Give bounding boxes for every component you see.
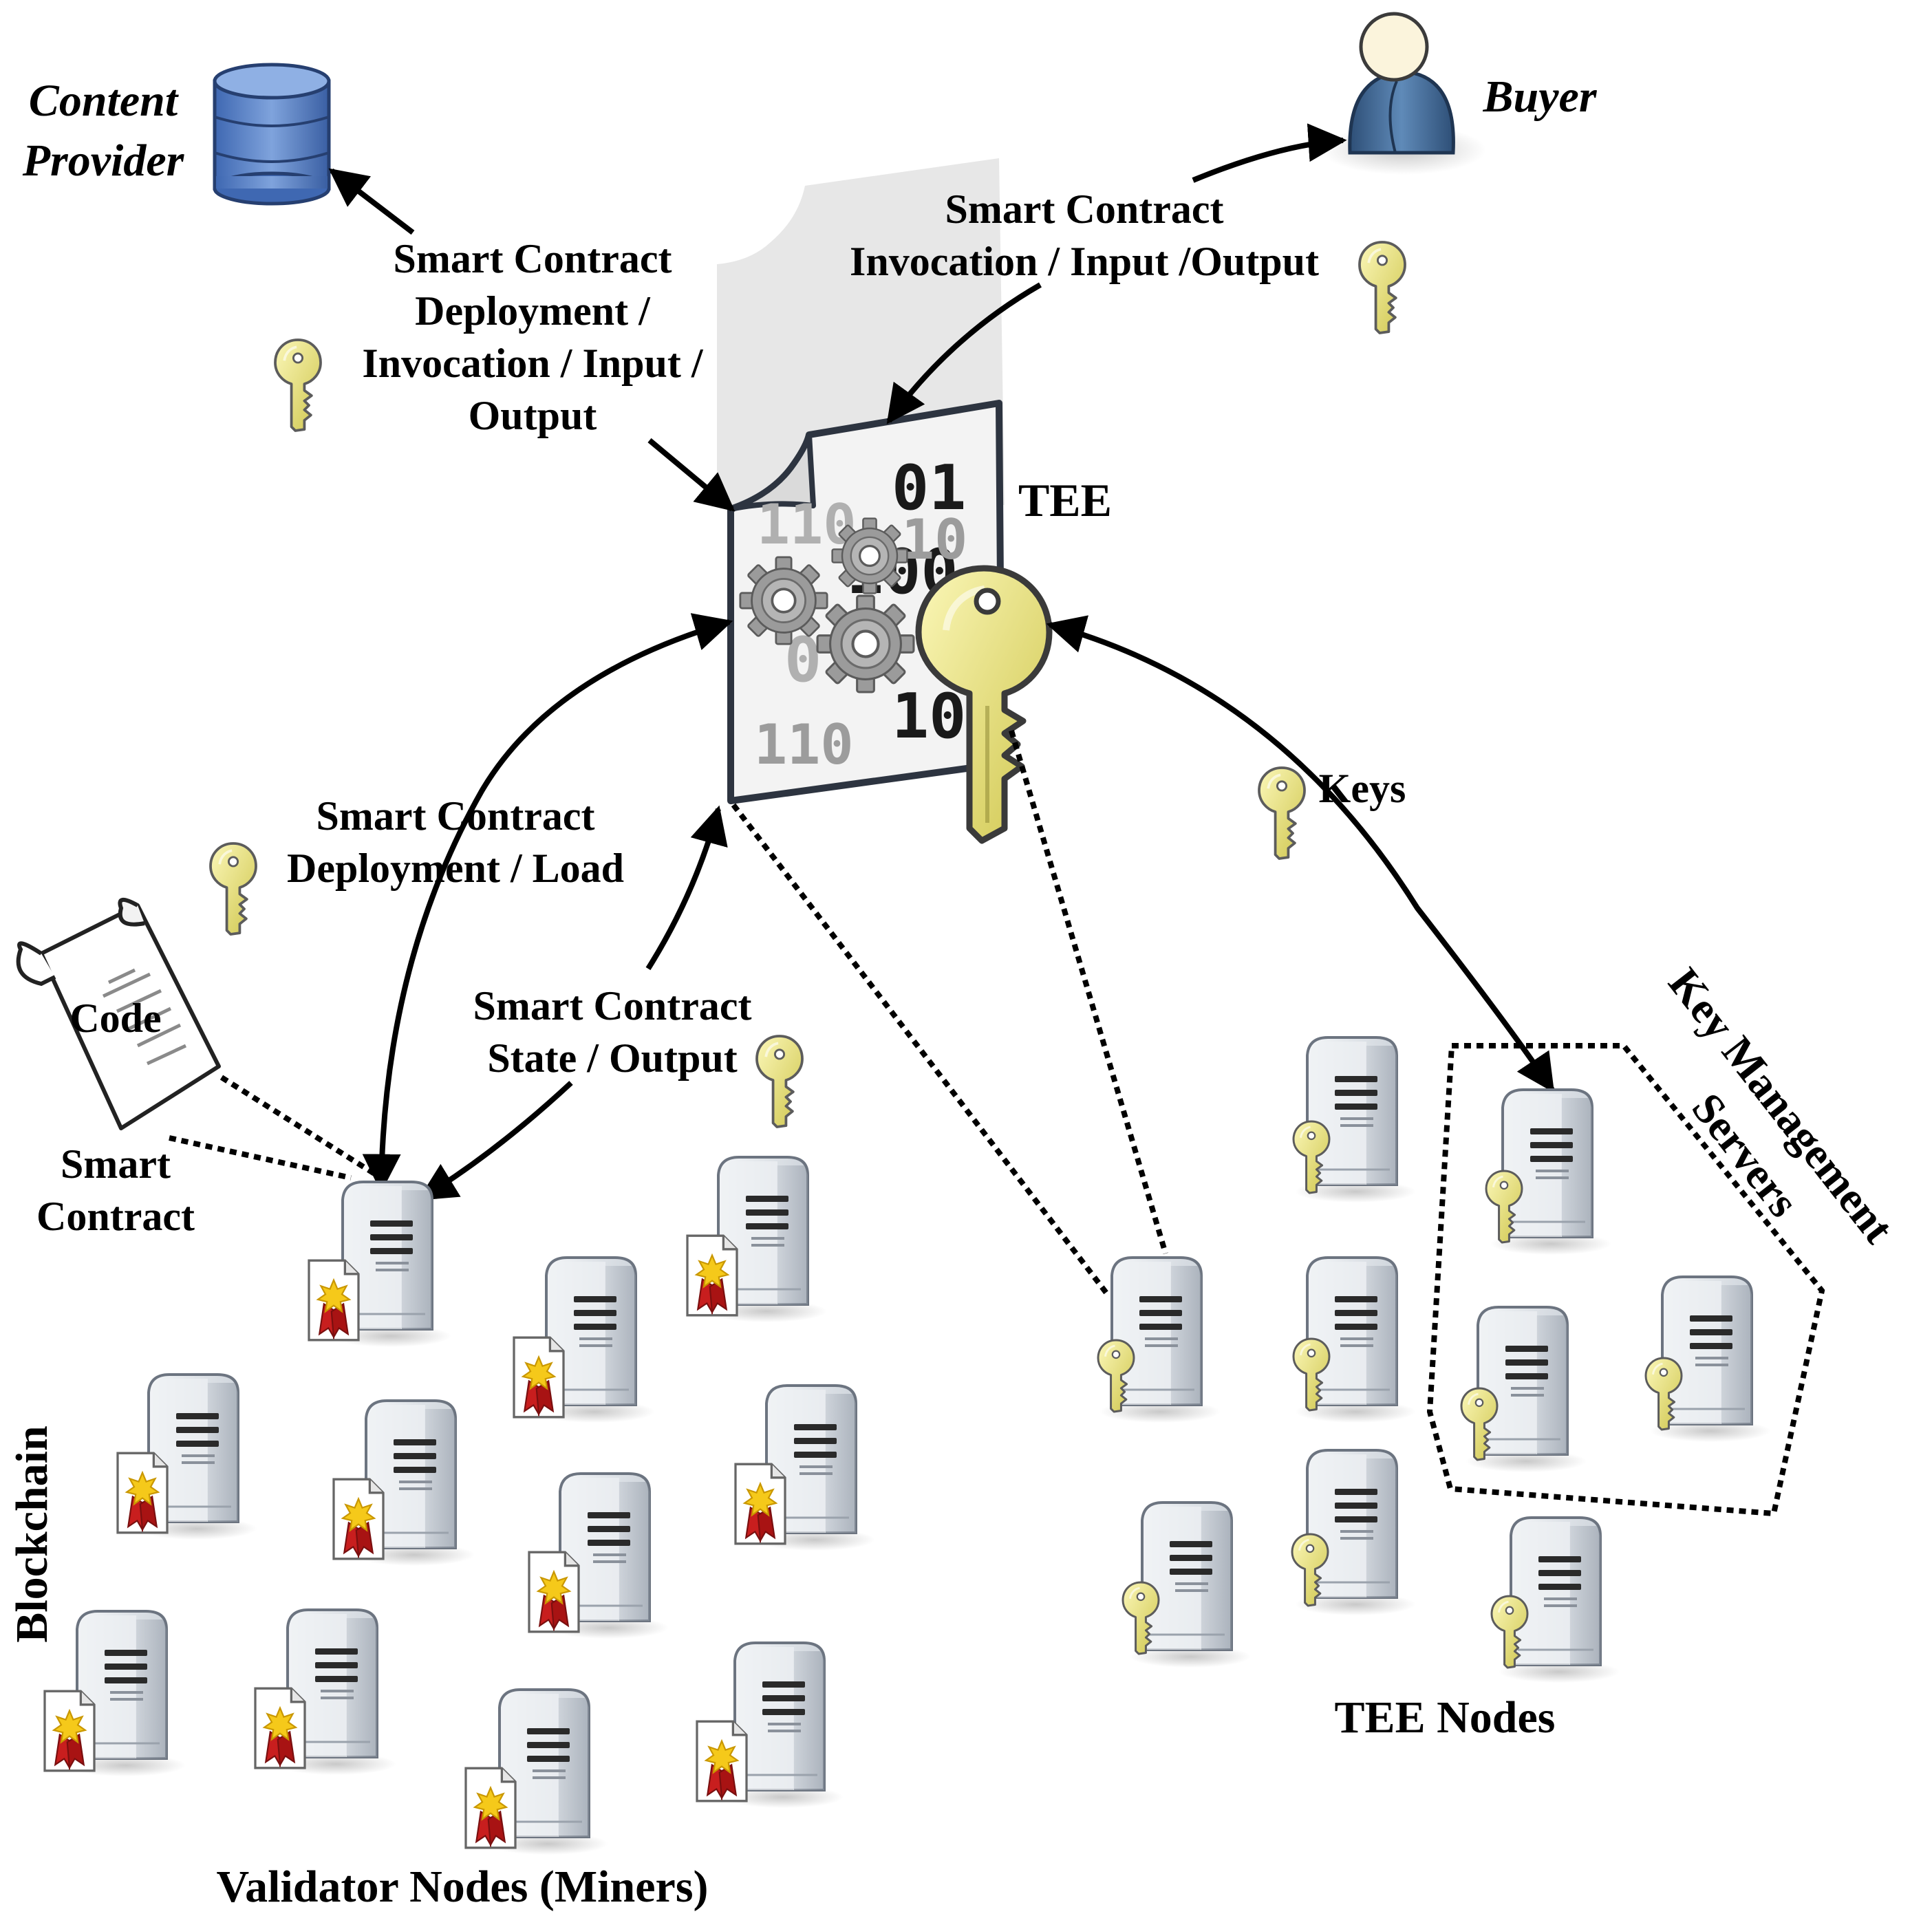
- smart-contract-label-line1: Smart: [61, 1141, 171, 1187]
- gear-icon-bottom: [817, 596, 914, 692]
- tee-label: TEE: [1018, 474, 1112, 526]
- binary-digits-row4b: 10: [892, 680, 966, 753]
- certificate-icon: [464, 1767, 517, 1849]
- content-provider-label-line2: Provider: [22, 136, 185, 186]
- key-management-server: [1460, 1306, 1588, 1474]
- smart-contract: Code Smart Contract: [16, 898, 221, 1239]
- tee-enclave: 110 01 100 10 0 110 10 TEE: [717, 158, 1112, 844]
- validator-node: [696, 1641, 845, 1809]
- validator-node: [528, 1472, 670, 1640]
- validator-node: [254, 1608, 398, 1776]
- key-management-label: Key Management Servers: [1660, 959, 1904, 1253]
- deploy-load-label-line2: Deployment / Load: [287, 846, 624, 891]
- certificate-icon: [513, 1336, 565, 1419]
- certificate-icon: [43, 1690, 96, 1772]
- deploy-invoke-label-line3: Invocation / Input /: [362, 341, 703, 386]
- tee-node: [1291, 1449, 1417, 1617]
- connection-arrows: [328, 123, 1555, 1201]
- binary-digits-row2b: 10: [901, 508, 967, 572]
- code-document-icon: 110 01 100 10 0 110 10: [717, 158, 1005, 804]
- binary-digits-row1a: 110: [757, 493, 857, 557]
- dotted-tee-to-node-1: [731, 803, 1110, 1297]
- gear-icon-top: [830, 517, 909, 595]
- key-management-server: [1644, 1275, 1772, 1443]
- buyer: Buyer: [1321, 12, 1598, 175]
- validator-node: [734, 1384, 877, 1552]
- binary-digits-row4a: 110: [754, 713, 854, 777]
- certificate-icon: [686, 1234, 738, 1317]
- dotted-connectors: [169, 729, 1825, 1517]
- binary-digits-row1b: 01: [892, 452, 966, 524]
- deploy-invoke-label-line4: Output: [469, 393, 597, 438]
- state-output-label-line1: Smart Contract: [473, 983, 752, 1029]
- dotted-tee-to-node-2: [1009, 729, 1168, 1255]
- database-icon: [213, 63, 331, 206]
- code-label: Code: [69, 995, 161, 1041]
- arrow-labels: Smart Contract Deployment / Invocation /…: [287, 186, 1406, 1081]
- gear-icon-left: [739, 555, 828, 645]
- certificate-icon: [696, 1720, 748, 1802]
- key-icon-deploy: [274, 338, 322, 432]
- deploy-load-label-line1: Smart Contract: [316, 793, 595, 839]
- arrow-deploy-to-tee: [647, 438, 736, 512]
- certificate-icon: [332, 1478, 385, 1560]
- certificate-icon: [528, 1551, 580, 1633]
- tee-node: [1490, 1516, 1621, 1684]
- buyer-invoke-label-line1: Smart Contract: [945, 186, 1224, 232]
- key-management-server: [1485, 1088, 1613, 1256]
- tee-node: [1097, 1256, 1222, 1424]
- content-provider-label-line1: Content: [29, 76, 179, 126]
- validator-node: [332, 1399, 476, 1567]
- certificate-icon: [116, 1452, 169, 1534]
- key-icon-keys: [1258, 766, 1306, 860]
- arrow-buyer-invoke-in: [1192, 123, 1347, 183]
- keys-label: Keys: [1319, 766, 1406, 811]
- validator-nodes: [43, 1156, 877, 1856]
- buyer-label: Buyer: [1483, 72, 1598, 122]
- state-output-label-line2: State / Output: [487, 1035, 737, 1081]
- content-provider: Content Provider: [22, 63, 331, 206]
- validator-node: [116, 1373, 259, 1541]
- deploy-invoke-label-line2: Deployment /: [415, 288, 651, 334]
- tee-node: [1121, 1501, 1252, 1669]
- arrow-deploy-load: [362, 613, 733, 1193]
- tee-node: [1292, 1256, 1417, 1424]
- arrow-deploy-to-provider: [328, 168, 415, 235]
- arrow-keys: [1046, 615, 1555, 1093]
- certificate-icon: [734, 1463, 786, 1545]
- buyer-invoke-label-line2: Invocation / Input /Output: [850, 239, 1319, 284]
- arrow-state-output-down: [418, 1081, 573, 1201]
- tee-nodes-label: TEE Nodes: [1335, 1692, 1556, 1743]
- smart-contract-label-line2: Contract: [36, 1194, 195, 1239]
- dotted-code-to-miner-1: [219, 1075, 387, 1183]
- arrow-state-output-up: [645, 805, 728, 971]
- dotted-code-to-miner-2: [169, 1135, 352, 1181]
- certificate-icon: [308, 1259, 360, 1342]
- key-icon-buyer: [1358, 241, 1406, 334]
- blockchain-label: Blockchain: [7, 1425, 57, 1642]
- validator-node: [513, 1256, 656, 1424]
- scroll-icon: [16, 898, 221, 1130]
- certificate-icon: [254, 1687, 306, 1769]
- tee-node: [1292, 1036, 1417, 1204]
- master-key-icon: [915, 565, 1053, 844]
- key-icon-state-output: [755, 1035, 804, 1128]
- person-icon: [1321, 12, 1486, 175]
- validator-nodes-label: Validator Nodes (Miners): [217, 1862, 709, 1912]
- validator-node: [686, 1156, 828, 1324]
- validator-node: [308, 1181, 453, 1348]
- validator-node: [464, 1688, 610, 1856]
- key-icon-deploy-load: [209, 842, 257, 936]
- key-management-boundary: [1426, 1043, 1825, 1517]
- validator-node: [43, 1610, 187, 1778]
- deploy-invoke-label-line1: Smart Contract: [394, 236, 672, 281]
- arrow-buyer-invoke-out: [886, 282, 1042, 424]
